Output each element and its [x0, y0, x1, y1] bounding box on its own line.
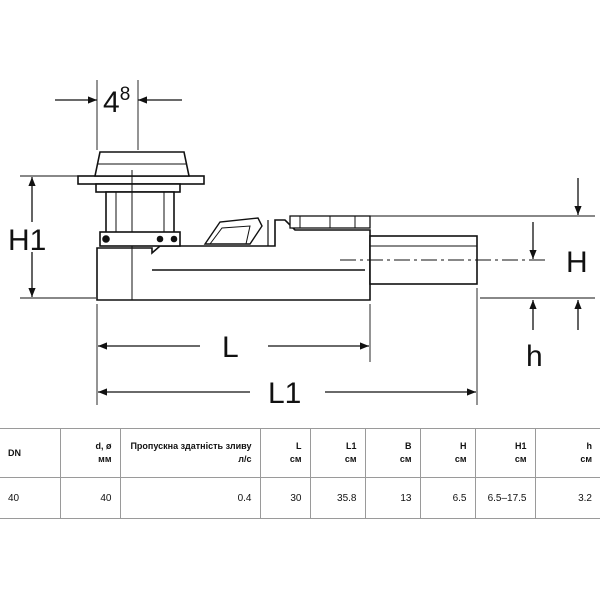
header-cell-dn: DN	[0, 428, 60, 478]
cell-diameter: 40	[59, 477, 120, 519]
cell-l: 30	[259, 477, 310, 519]
header-cell-h: H см	[419, 428, 475, 478]
header-cell-b: B см	[364, 428, 420, 478]
table-row: 40 40 0.4 30 35.8 13 6.5 6.5–17.5 3.2	[0, 477, 600, 519]
header-cell-flow-rate: Пропускна здатність зливу л/с	[119, 428, 260, 478]
dimension-arrows	[28, 96, 582, 396]
cell-h-small: 3.2	[534, 477, 600, 519]
drain-body	[96, 215, 478, 301]
header-cell-l1: L1 см	[309, 428, 365, 478]
top-width-label: 48	[103, 84, 130, 119]
cell-b: 13	[364, 477, 420, 519]
cell-h: 6.5	[419, 477, 475, 519]
l-label: L	[222, 331, 239, 364]
grate-assembly	[77, 151, 205, 300]
h1-label: H1	[8, 224, 46, 257]
cell-dn: 40	[0, 477, 60, 519]
extension-lines	[20, 80, 595, 405]
header-cell-h1: H1 см	[474, 428, 535, 478]
header-cell-diameter: d, ø мм	[59, 428, 120, 478]
header-cell-h-small: h см	[534, 428, 600, 478]
cell-h1: 6.5–17.5	[474, 477, 535, 519]
h-small-label: h	[526, 340, 543, 373]
drain-technical-drawing: 48 H1 H h L L1	[8, 80, 595, 410]
spec-table: DN d, ø мм Пропускна здатність зливу л/с…	[0, 428, 600, 519]
cell-flow-rate: 0.4	[119, 477, 260, 519]
l1-label: L1	[268, 377, 301, 410]
cell-l1: 35.8	[309, 477, 365, 519]
table-header-row: DN d, ø мм Пропускна здатність зливу л/с…	[0, 428, 600, 478]
header-cell-l: L см	[259, 428, 310, 478]
h-label: H	[566, 246, 588, 279]
